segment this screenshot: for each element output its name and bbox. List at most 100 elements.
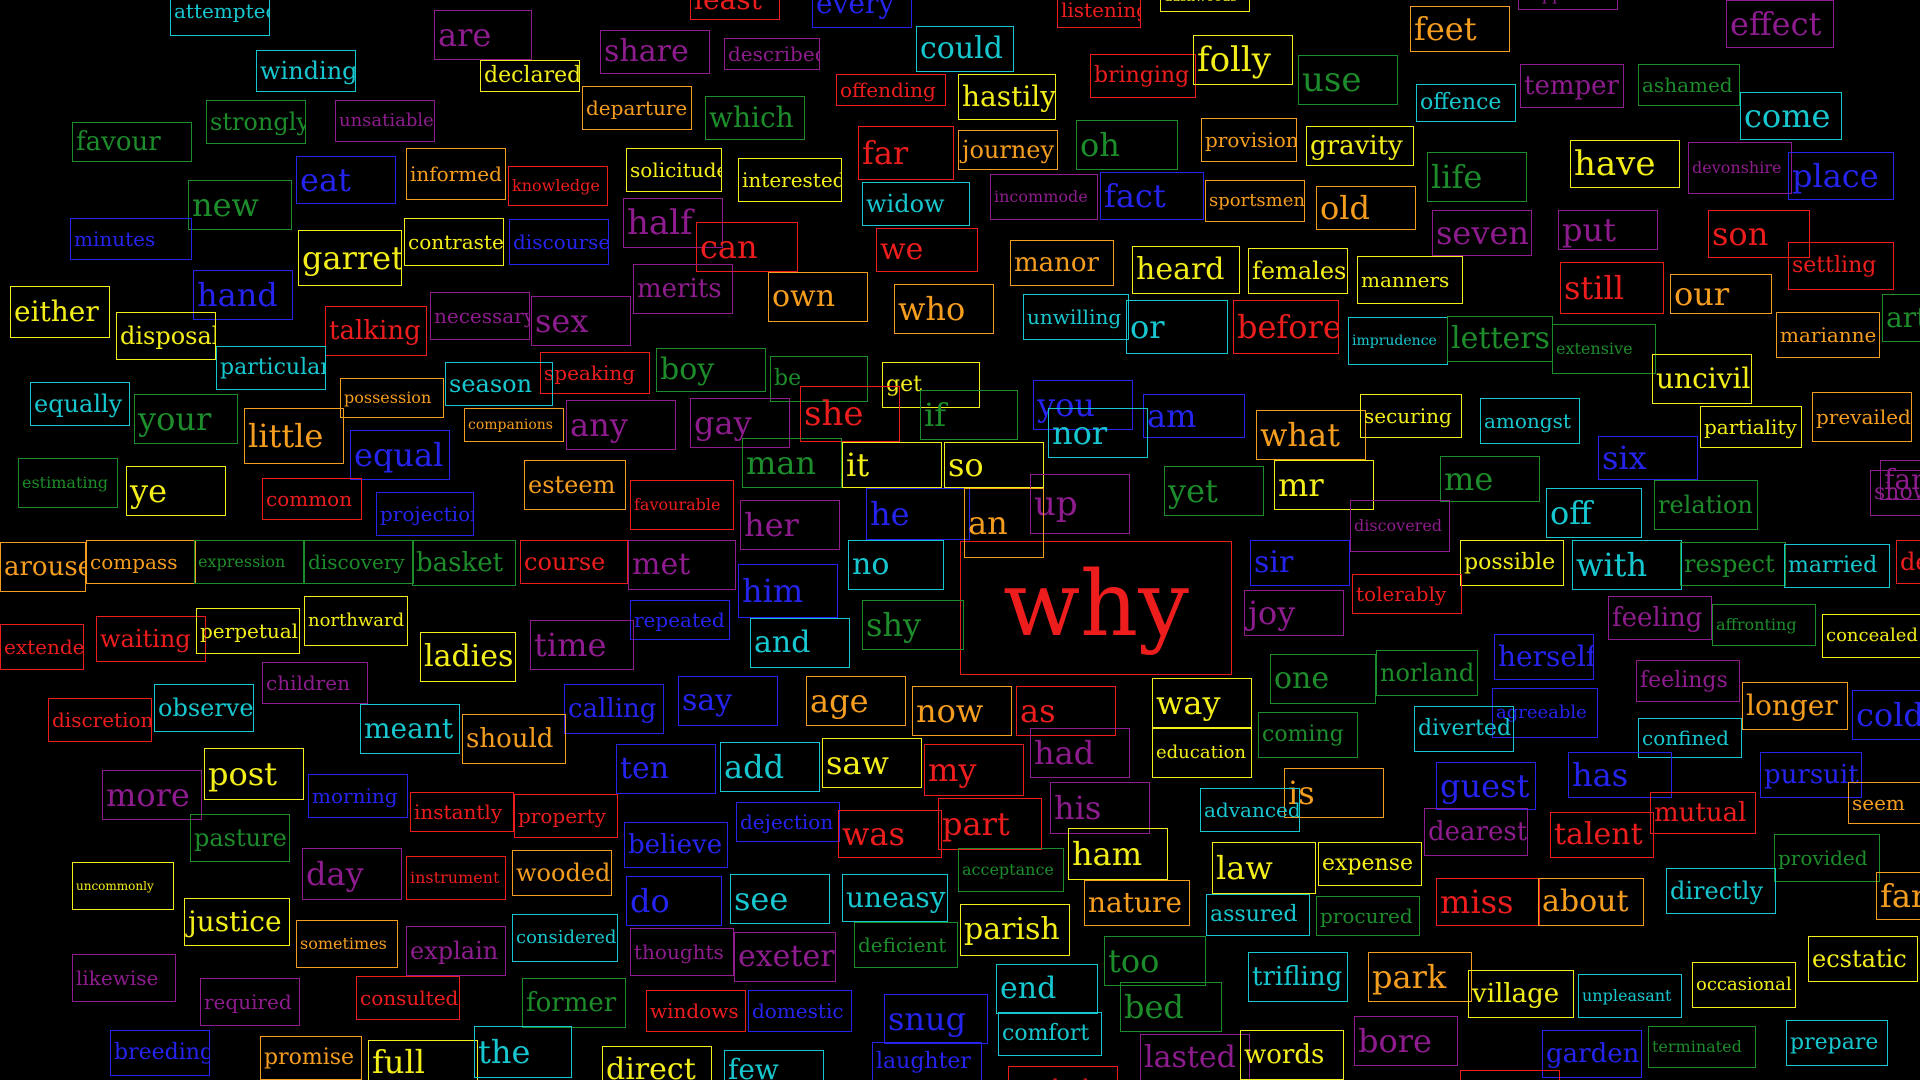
word-settling: settling: [1788, 242, 1894, 290]
word-mutual: mutual: [1650, 792, 1756, 834]
word-incommode: incommode: [990, 174, 1098, 220]
word-miss: miss: [1436, 878, 1540, 926]
word-ham: ham: [1068, 828, 1168, 880]
word-meant: meant: [360, 704, 460, 754]
word-uncivil: uncivil: [1652, 354, 1752, 404]
word-talent: talent: [1550, 812, 1654, 858]
word-coming: coming: [1258, 712, 1358, 758]
word-relation: relation: [1654, 480, 1758, 530]
word-full: full: [368, 1040, 478, 1080]
word-boy: boy: [656, 348, 766, 392]
word-have: have: [1570, 140, 1680, 188]
word-believe: believe: [624, 822, 728, 868]
word-waiting: waiting: [96, 616, 206, 662]
word-estimating: estimating: [18, 458, 118, 508]
word-calling: calling: [564, 684, 664, 734]
word-an: an: [964, 488, 1044, 558]
word-request: request: [1460, 1070, 1560, 1080]
word-gay: gay: [690, 398, 790, 448]
word-now: now: [912, 686, 1012, 736]
word-words: words: [1240, 1030, 1344, 1080]
word-me: me: [1440, 456, 1540, 502]
word-nature: nature: [1084, 880, 1190, 926]
word-compass: compass: [86, 540, 196, 584]
word-either: either: [10, 286, 110, 338]
word-add: add: [720, 742, 820, 792]
word-six: six: [1598, 436, 1698, 480]
word-say: say: [678, 676, 778, 726]
word-can: can: [696, 222, 798, 272]
word-fan: fan: [1880, 460, 1920, 500]
word-garret: garret: [298, 230, 402, 286]
word-feet: feet: [1410, 6, 1510, 52]
word-ladies: ladies: [420, 632, 516, 682]
word-post: post: [204, 748, 304, 800]
word-snug: snug: [884, 994, 988, 1044]
word-directly: directly: [1666, 868, 1776, 914]
word-if: if: [920, 390, 1018, 440]
word-park: park: [1368, 952, 1472, 1002]
word-departure: departure: [582, 86, 692, 130]
word-am: am: [1143, 394, 1245, 438]
word-equal: equal: [350, 430, 450, 480]
word-her: her: [740, 500, 840, 550]
word-far: far: [858, 126, 954, 180]
word-unwilling: unwilling: [1023, 294, 1129, 340]
word-necessary: necessary: [430, 292, 530, 340]
word-imprudence: imprudence: [1348, 317, 1448, 365]
word-could: could: [916, 26, 1014, 72]
word-extended: extended: [0, 624, 84, 670]
word-possible: possible: [1460, 540, 1564, 586]
word-married: married: [1784, 544, 1890, 588]
word-explain: explain: [406, 926, 506, 976]
word-exeter: exeter: [734, 932, 836, 982]
word-was: was: [838, 810, 942, 858]
word-see: see: [730, 874, 830, 924]
word-any: any: [566, 400, 676, 450]
word-sometimes: sometimes: [296, 920, 398, 968]
word-provided: provided: [1774, 834, 1880, 882]
word-companions: companions: [464, 408, 564, 442]
word-nor: nor: [1048, 408, 1148, 458]
word-interested: interested: [738, 158, 842, 202]
word-garden: garden: [1542, 1030, 1642, 1078]
word-journey: journey: [958, 130, 1058, 170]
word-longer: longer: [1742, 682, 1848, 730]
word-trifling: trifling: [1248, 952, 1348, 1002]
word-fact: fact: [1100, 172, 1204, 220]
word-sir: sir: [1250, 540, 1350, 586]
word-instrument: instrument: [406, 856, 506, 900]
word-up: up: [1030, 474, 1130, 534]
word-it: it: [842, 442, 942, 488]
word-domestic: domestic: [748, 990, 852, 1032]
word-discourse: discourse: [509, 219, 609, 265]
word-norland: norland: [1376, 650, 1478, 696]
word-which: which: [705, 96, 805, 140]
word-village: village: [1468, 970, 1574, 1018]
word-he: he: [866, 488, 970, 540]
word-happiness: happiness: [1518, 0, 1618, 10]
word-effect: effect: [1726, 0, 1834, 48]
word-comfort: comfort: [998, 1012, 1102, 1056]
word-advanced: advanced: [1200, 788, 1300, 832]
word-manners: manners: [1357, 256, 1463, 304]
word-esteem: esteem: [524, 460, 626, 510]
word-off: off: [1546, 488, 1642, 538]
word-put: put: [1558, 210, 1658, 250]
word-basket: basket: [412, 540, 516, 586]
word-likewise: likewise: [72, 954, 176, 1002]
word-she: she: [800, 386, 900, 442]
word-do: do: [626, 876, 722, 926]
word-ye: ye: [126, 466, 226, 516]
word-amongst: amongst: [1480, 398, 1580, 444]
word-talking: talking: [325, 306, 427, 356]
word-before: before: [1233, 300, 1339, 354]
word-joy: joy: [1244, 590, 1344, 636]
word-are: are: [434, 10, 532, 60]
word-cold: cold: [1852, 690, 1920, 740]
word-required: required: [200, 978, 300, 1026]
word-expense: expense: [1318, 842, 1422, 886]
word-justice: justice: [184, 898, 290, 946]
word-day: day: [302, 848, 402, 900]
word-come: come: [1740, 92, 1842, 140]
